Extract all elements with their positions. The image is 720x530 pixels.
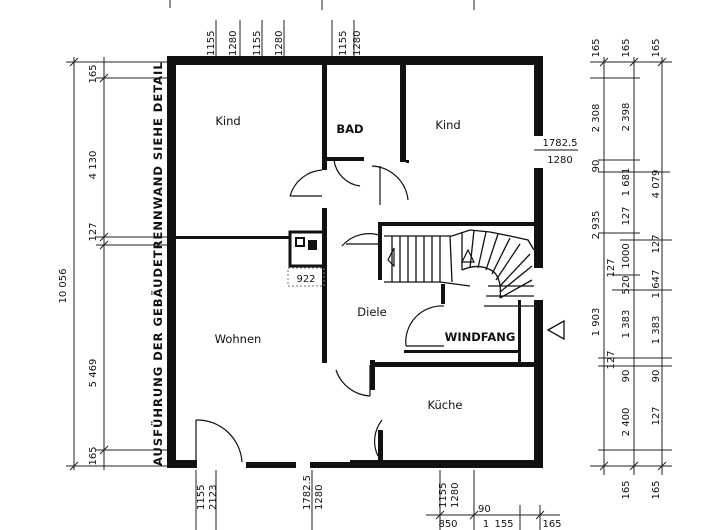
dim-right-top-2: 165: [621, 38, 632, 57]
dim-bottom-c2: 1280: [450, 483, 461, 508]
dim-right-inner-9: 2 400: [621, 408, 632, 437]
dim-right-mid-3: 127: [621, 206, 632, 225]
chimney-label: 922: [296, 274, 315, 285]
dim-right-mid-1: 2 398: [621, 103, 632, 132]
doors: [195, 159, 445, 463]
room-label-windfang: WINDFANG: [445, 330, 516, 344]
dim-left-wall: 127: [88, 222, 99, 241]
room-label-kind-right: Kind: [435, 118, 460, 132]
dim-bottom-row-4: 165: [542, 519, 561, 530]
left-dimension-lines: [66, 57, 170, 471]
room-label-kueche: Küche: [428, 398, 463, 412]
dim-bottom-a2: 2123: [208, 485, 219, 510]
dim-right-outer-1: 4 079: [651, 170, 662, 199]
top-dimension-lines: [169, 0, 475, 60]
dim-left-top-margin: 165: [88, 64, 99, 83]
dim-right-mid-7: 90: [651, 370, 662, 383]
bottom-dimension-lines: [195, 470, 560, 530]
dim-right-inner-2: 90: [591, 160, 602, 173]
dim-right-mid-4: 1 647: [651, 270, 662, 299]
dim-bottom-b2: 1280: [314, 485, 325, 510]
dim-top-a2: 1280: [228, 31, 239, 56]
dim-left-lower: 5 469: [88, 359, 99, 388]
window-dim-bottom: 1280: [547, 155, 572, 166]
dim-bottom-a1: 1155: [196, 485, 207, 510]
dim-top-c1: 1155: [338, 31, 349, 56]
dim-right-inner-8: 90: [621, 370, 632, 383]
dim-left-total: 10 056: [58, 269, 69, 304]
dim-right-inner-5: 1000: [621, 243, 632, 268]
party-wall-note: AUSFÜHRUNG DER GEBÄUDETRENNWAND SIEHE DE…: [150, 61, 165, 466]
dim-right-small-2: 127: [651, 406, 662, 425]
window-dim-top: 1782.5: [543, 138, 578, 149]
dim-right-inner-3: 2 935: [591, 211, 602, 240]
dim-right-bottom-2: 165: [651, 480, 662, 499]
dim-top-a1: 1155: [206, 31, 217, 56]
dim-bottom-b1: 1782.5: [302, 475, 313, 510]
dim-right-top-1: 165: [591, 38, 602, 57]
dim-right-bottom-1: 165: [621, 480, 632, 499]
dim-right-mid-6: 1 383: [651, 316, 662, 345]
dim-bottom-c1: 1155: [438, 483, 449, 508]
dim-left-upper: 4 130: [88, 151, 99, 180]
dim-left-bottom-margin: 165: [88, 446, 99, 465]
dim-bottom-row-1: 850: [438, 519, 457, 530]
dim-right-inner-1: 2 308: [591, 104, 602, 133]
exterior-walls: [167, 56, 543, 468]
dim-top-b1: 1155: [252, 31, 263, 56]
room-label-wohnen: Wohnen: [215, 332, 262, 346]
room-label-diele: Diele: [357, 305, 386, 319]
dim-right-inner-6: 520: [621, 275, 632, 294]
dim-right-outer-2: 1 903: [591, 308, 602, 337]
dim-bottom-row-2: 1: [483, 519, 489, 530]
dim-bottom-row-3: 155: [494, 519, 513, 530]
entrance-marker: [546, 319, 565, 341]
dim-top-b2: 1280: [274, 31, 285, 56]
dim-right-inner-7: 1 383: [621, 310, 632, 339]
staircase: [384, 229, 535, 307]
room-label-kind-left: Kind: [215, 114, 240, 128]
dim-right-inner-4: 127: [606, 258, 617, 277]
dim-right-top-3: 165: [651, 38, 662, 57]
dim-right-mid-5: 127: [651, 234, 662, 253]
right-dimension-lines: [590, 57, 672, 475]
dim-right-mid-2: 1 681: [621, 168, 632, 197]
stair-direction-arrows: [387, 247, 475, 268]
chimney: [287, 230, 326, 287]
dim-top-c2: 1280: [352, 31, 363, 56]
dim-right-small-1: 127: [606, 350, 617, 369]
room-label-bad: BAD: [336, 122, 363, 136]
dim-bottom-c3: 90: [478, 504, 491, 515]
